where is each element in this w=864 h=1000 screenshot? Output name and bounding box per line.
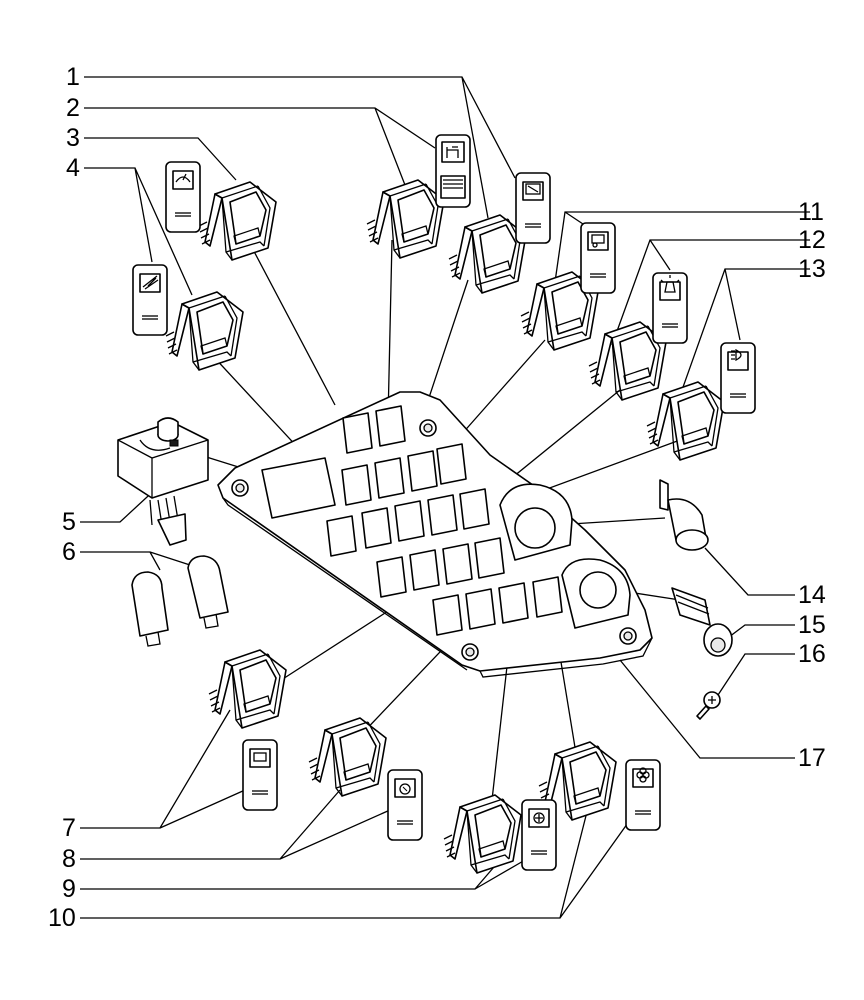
cap-8 [387,769,423,841]
rotary-control-module [117,417,209,546]
rocker-switch-7 [208,649,287,729]
leader-lines [80,76,810,919]
cap-12 [652,272,688,344]
callout-15: 15 [798,611,826,639]
wiper-icon [175,173,191,183]
cigar-lighter [671,587,733,657]
callout-2: 2 [66,94,80,122]
callout-13: 13 [798,255,826,283]
cap-4 [132,264,168,336]
callout-10: 10 [48,904,76,932]
fan-icon [636,767,650,783]
callout-3: 3 [66,124,80,152]
headlight-icon [731,348,742,362]
diff-lock-icon [399,783,411,795]
rocker-switch-8 [308,717,387,797]
front-windscreen-icon [446,146,459,158]
screw [696,691,721,720]
rocker-switch-1 [448,214,527,294]
cap-10 [625,759,661,831]
rocker-switch-4 [165,291,244,371]
switch-apertures [326,405,563,636]
cap-2 [435,134,471,208]
cap-1 [515,172,551,244]
rocker-switch-3 [198,181,277,261]
control-panel-plate [217,391,653,678]
callout-9: 9 [62,875,76,903]
cap-13 [720,342,756,414]
callout-11: 11 [798,198,824,226]
callout-4: 4 [66,154,80,182]
callout-7: 7 [62,814,76,842]
lift-icon [253,752,267,762]
cap-3 [165,161,201,233]
callout-1: 1 [66,63,80,91]
cap-7 [242,739,278,811]
rocker-switch-9 [443,794,522,874]
four-wheel-drive-icon [533,812,545,824]
callout-8: 8 [62,845,76,873]
callout-14: 14 [798,581,826,609]
callout-16: 16 [798,640,826,668]
work-light-icon [142,275,159,290]
cap-11 [580,222,616,294]
cap-9 [521,799,557,871]
beacon-icon [660,275,680,293]
indicator-lamp [659,479,709,551]
callout-12: 12 [798,226,826,254]
rocker-switch-2 [366,179,445,259]
blanking-plugs [131,555,229,647]
callout-5: 5 [62,508,76,536]
tractor-icon [591,234,605,248]
callout-17: 17 [798,744,826,772]
callout-6: 6 [62,538,76,566]
rear-window-icon [525,183,541,195]
